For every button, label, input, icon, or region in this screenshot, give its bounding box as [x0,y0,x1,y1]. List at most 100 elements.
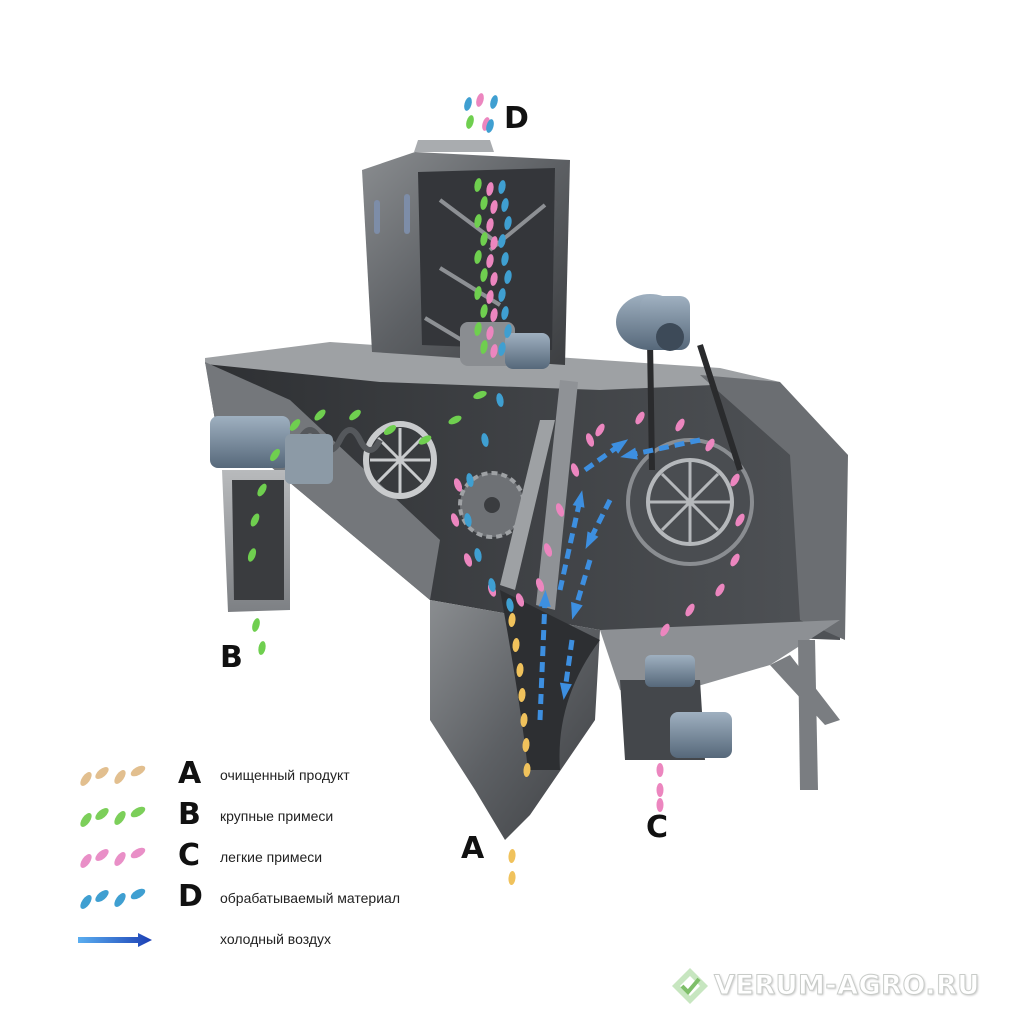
grain-particle [114,893,126,907]
legend-row-air: холодный воздух [78,921,498,957]
grain-particle [498,180,506,194]
grain-particle [464,97,472,111]
grain-particle [735,513,745,527]
air-arrow [629,437,701,458]
grain-particle [466,115,474,129]
grain-particle [480,268,488,282]
air-arrow-head [585,531,599,549]
grain-particle [80,772,92,786]
hopper-window-right [404,194,410,234]
grain-particle [508,871,516,885]
air-arrow [537,599,548,721]
grain-particle [473,390,487,400]
flow-streams [247,93,745,885]
grain-particle [730,473,740,487]
grain-particle [95,808,109,820]
grain-particle [480,232,488,246]
air-arrow [572,559,593,611]
grain-particle [95,767,109,779]
hopper-inlet [414,140,494,152]
grain-particle [474,178,482,192]
legend-letter: A [178,756,202,791]
grain-particle [486,119,494,133]
grain-particle [270,448,280,462]
diamond-logo-icon [672,968,708,1004]
grain-particle [504,324,512,338]
grain-particle [486,290,494,304]
grain-particle [585,433,595,447]
air-arrow [562,639,575,691]
air-arrow-head [559,682,572,700]
grain-particle [520,713,528,727]
grain-particle [95,890,109,902]
grain-particle [258,641,266,655]
grain-particle [80,854,92,868]
grain-particle [504,216,512,230]
grain-particle [474,250,482,264]
arrow-icon [78,933,152,947]
grain-particle [518,688,526,702]
legend-letter: C [178,838,201,873]
air-arrow [583,442,622,473]
grain-particle [453,478,463,492]
grain-particle [498,234,506,248]
grain-particle [247,548,257,562]
legend-letter: D [178,879,203,914]
hopper-window-left [374,200,380,234]
grain-particle [114,852,126,866]
grain-particle [418,435,432,445]
grain-particle [488,578,496,592]
grain-particle [656,763,664,777]
grain-particle [501,252,509,266]
grain-particle [130,806,146,818]
grain-particle [463,553,473,567]
support-legs [770,640,840,790]
grain-particle [705,438,715,452]
legend-text: крупные примеси [220,808,334,824]
legend-row-light: C легкие примеси [78,839,498,875]
grain-particle [516,663,524,677]
grain-particle [476,93,484,107]
grain-particle [501,306,509,320]
legend-row-material: D обрабатываемый материал [78,880,498,916]
brush-motor [210,416,333,484]
grain-particle [464,513,472,527]
legend-text: холодный воздух [220,931,331,947]
grain-particle [448,415,462,425]
grain-particle [480,304,488,318]
fan-blades [650,462,730,542]
grain-particle [130,847,146,859]
air-arrow-head [571,601,583,620]
air-arrow-head [620,447,638,460]
grain-particle [474,286,482,300]
legend-text: очищенный продукт [220,767,350,783]
grain-particle [656,798,664,812]
grain-particle [543,543,553,557]
grain-particle [595,423,605,437]
grain-particle [486,182,494,196]
legend-row-product: A очищенный продукт [78,757,498,793]
grain-particle [474,322,482,336]
airlock-motor [645,655,732,758]
grain-particle [685,603,695,617]
grain-icon [80,806,146,827]
grain-particle [506,598,514,612]
watermark-text: VERUM-AGRO.RU [714,970,980,1002]
grain-particle [490,236,498,250]
grain-particle [490,344,498,358]
grain-particle [522,738,530,752]
grain-particle [474,548,482,562]
grain-particle [480,340,488,354]
grain-particle [486,254,494,268]
grain-particle [383,425,397,435]
heavy-chute-opening [232,480,284,600]
grain-particle [730,553,740,567]
air-arrow-head [611,439,629,454]
grain-particle [486,326,494,340]
grain-particle [480,196,488,210]
sprocket-hub [484,497,500,513]
air-arrow [587,498,613,542]
grain-particle [314,409,326,421]
air-arrow-head [572,490,585,508]
